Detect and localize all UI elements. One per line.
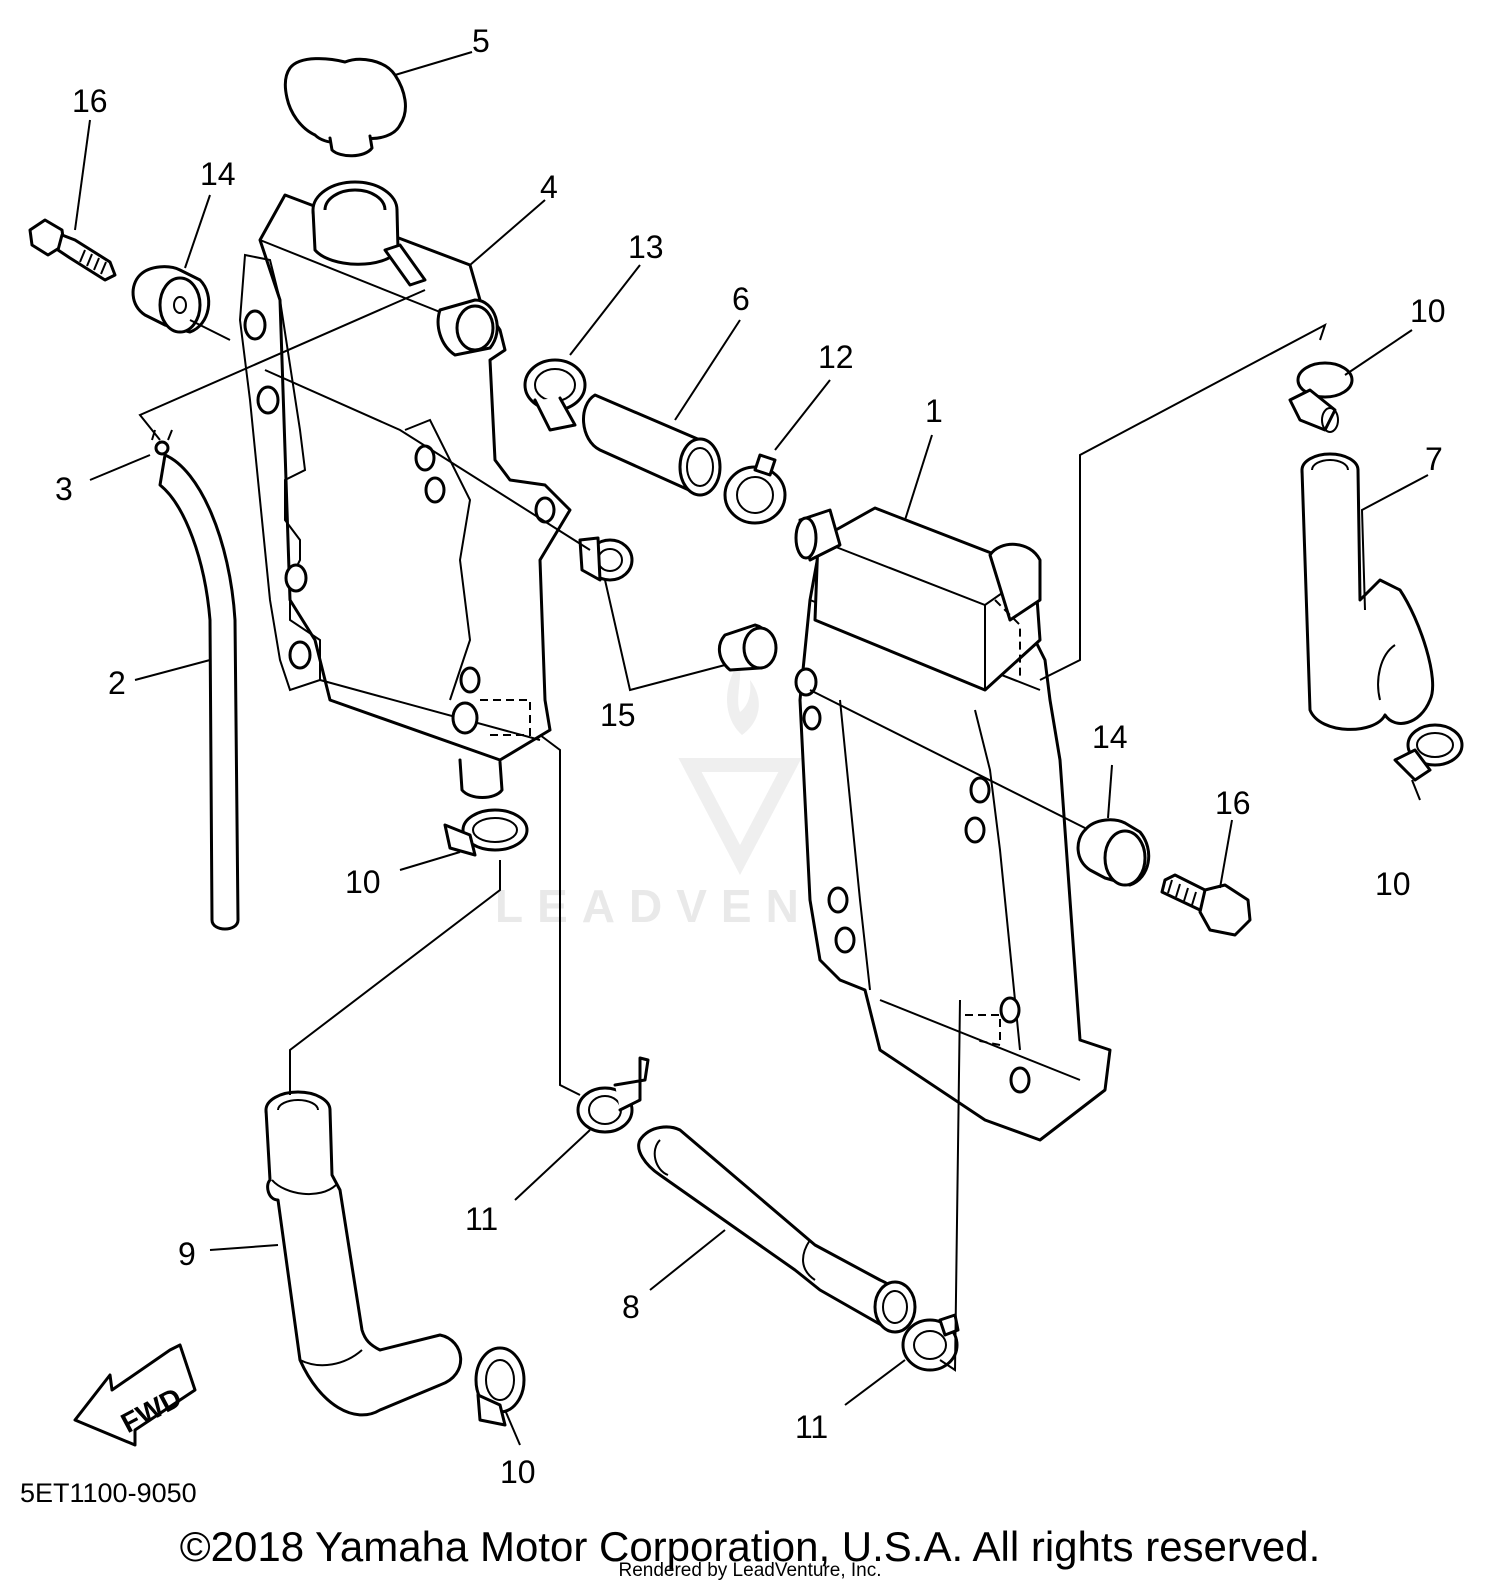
leader-lines — [75, 52, 1428, 1445]
grommet-left[interactable] — [133, 267, 209, 332]
radiator-hose-6[interactable] — [584, 395, 720, 495]
hose-clamp-10d[interactable] — [476, 1348, 524, 1425]
hose-band-12[interactable] — [725, 455, 785, 523]
flange-bolt-left[interactable] — [30, 220, 115, 280]
callout-10-lower-right: 10 — [1375, 866, 1411, 902]
callout-10-left: 10 — [345, 864, 381, 900]
callout-10-bottom: 10 — [500, 1454, 536, 1490]
callout-7: 7 — [1425, 441, 1443, 477]
callout-12: 12 — [818, 339, 854, 375]
callout-14-left: 14 — [200, 156, 236, 192]
callout-2: 2 — [108, 665, 126, 701]
overflow-hose[interactable] — [160, 455, 238, 929]
callout-14-right: 14 — [1092, 719, 1128, 755]
radiator-right[interactable] — [796, 508, 1110, 1140]
hose-clamp-13[interactable] — [525, 360, 585, 430]
hose-clamp-10c[interactable] — [445, 810, 527, 855]
render-credit: Rendered by LeadVenture, Inc. — [618, 1560, 882, 1581]
callout-3: 3 — [55, 471, 73, 507]
callouts: 5 16 14 4 13 6 12 10 1 7 3 2 15 14 16 10… — [55, 23, 1446, 1490]
radiator-cap[interactable] — [285, 59, 405, 156]
radiator-left[interactable] — [240, 182, 570, 798]
hose-clip[interactable] — [152, 430, 172, 454]
hose-clamp-10b[interactable] — [1395, 725, 1462, 780]
radiator-hose-7[interactable] — [1302, 454, 1433, 729]
callout-13: 13 — [628, 229, 664, 265]
diagram-part-number: 5ET1100-9050 — [20, 1478, 197, 1508]
callout-15: 15 — [600, 697, 636, 733]
callout-11-left: 11 — [465, 1201, 498, 1237]
copyright-notice: ©2018 Yamaha Motor Corporation, U.S.A. A… — [179, 1523, 1321, 1570]
callout-11-right: 11 — [795, 1409, 828, 1445]
hose-clamp-11b[interactable] — [903, 1315, 958, 1370]
callout-4: 4 — [540, 169, 558, 205]
callout-1: 1 — [925, 393, 943, 429]
callout-10-upper-right: 10 — [1410, 293, 1446, 329]
radiator-hose-9[interactable] — [266, 1092, 461, 1415]
callout-6: 6 — [732, 281, 750, 317]
grommet-right[interactable] — [1078, 820, 1149, 885]
callout-16-left: 16 — [72, 83, 108, 119]
hose-clamp-11a[interactable] — [578, 1058, 648, 1132]
collar-15b[interactable] — [719, 625, 776, 670]
hose-clamp-10a[interactable] — [1290, 363, 1352, 432]
radiator-hose-8[interactable] — [639, 1127, 915, 1332]
callout-9: 9 — [178, 1236, 196, 1272]
callout-8: 8 — [622, 1289, 640, 1325]
flange-bolt-right[interactable] — [1162, 875, 1250, 935]
callout-5: 5 — [472, 23, 490, 59]
callout-16-right: 16 — [1215, 785, 1251, 821]
fwd-arrow: FWD — [75, 1345, 195, 1445]
collar-15a[interactable] — [580, 538, 632, 580]
